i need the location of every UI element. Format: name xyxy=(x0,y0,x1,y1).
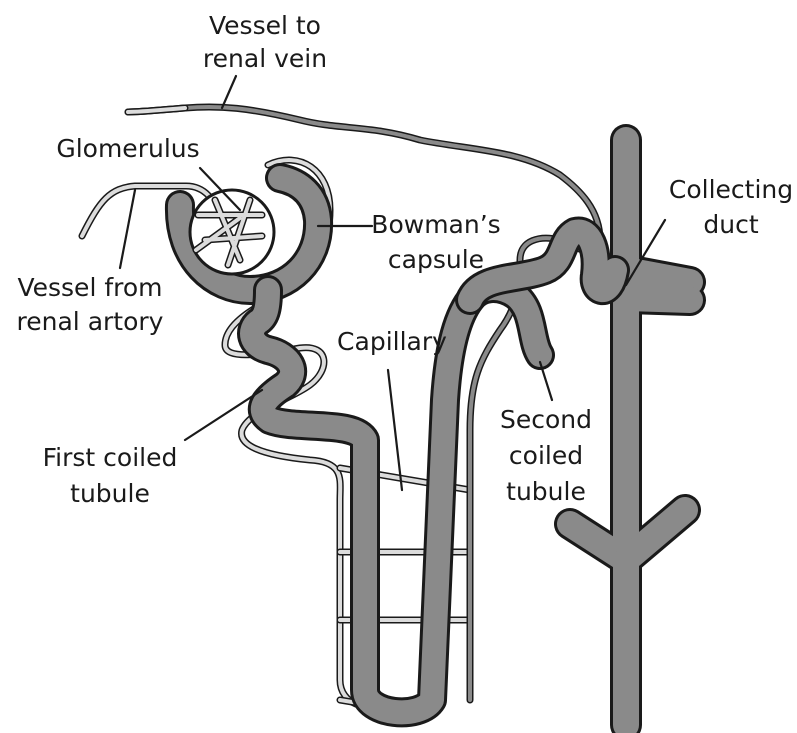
label-first-coiled-tubule-line2: tubule xyxy=(70,479,150,508)
leader-vessel-to-renal-vein xyxy=(222,76,236,108)
label-collecting-duct-line2: duct xyxy=(703,210,758,239)
label-collecting-duct-line1: Collecting xyxy=(669,175,793,204)
labels: Vessel to renal vein Glomerulus Collecti… xyxy=(17,11,794,508)
label-second-coiled-tubule-line3: tubule xyxy=(506,477,586,506)
label-vessel-to-renal-vein-line1: Vessel to xyxy=(209,11,321,40)
label-first-coiled-tubule-line1: First coiled xyxy=(43,443,178,472)
leader-vessel-from-renal-artery xyxy=(120,190,135,268)
label-vessel-from-renal-artery-line2: renal artory xyxy=(17,307,164,336)
label-bowmans-capsule-line2: capsule xyxy=(388,245,484,274)
label-vessel-to-renal-vein-line2: renal vein xyxy=(203,44,327,73)
leader-capillary xyxy=(388,370,402,490)
label-capillary: Capillary xyxy=(337,327,447,356)
label-bowmans-capsule-line1: Bowman’s xyxy=(371,210,500,239)
label-second-coiled-tubule-line2: coiled xyxy=(509,441,583,470)
label-glomerulus: Glomerulus xyxy=(56,134,199,163)
label-vessel-from-renal-artery-line1: Vessel from xyxy=(17,273,162,302)
label-second-coiled-tubule-line1: Second xyxy=(500,405,592,434)
